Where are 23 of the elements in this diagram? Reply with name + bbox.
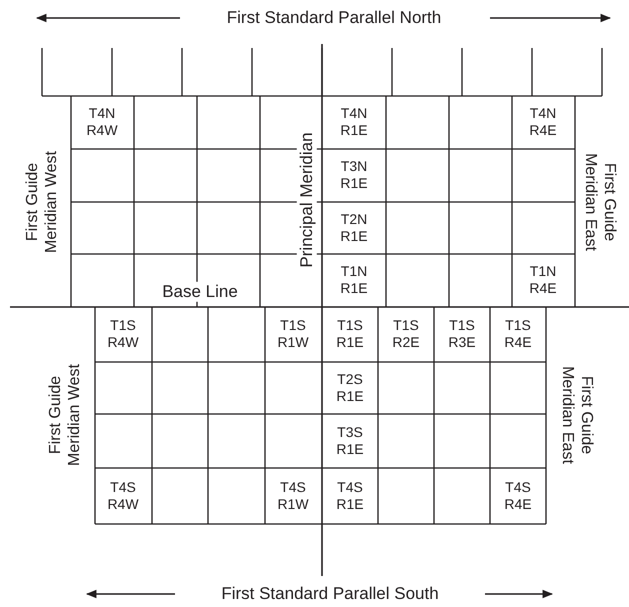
township-label: T4S R4W xyxy=(106,479,140,513)
meridian-label: First Guide Meridian East xyxy=(558,365,596,466)
township-label: T4S R1W xyxy=(276,479,310,513)
township-label: T4S R4E xyxy=(503,479,533,513)
township-label: T1N R4E xyxy=(528,263,558,297)
township-label: T1S R4E xyxy=(503,317,533,351)
township-label: T4N R4W xyxy=(85,105,119,139)
meridian-label: First Guide Meridian West xyxy=(22,150,61,255)
township-label: T1S R4W xyxy=(106,317,140,351)
township-label: T1S R1W xyxy=(276,317,310,351)
township-label: T1S R2E xyxy=(391,317,421,351)
township-label: T1S R3E xyxy=(447,317,477,351)
township-label: T1N R1E xyxy=(339,263,369,297)
township-label: T2N R1E xyxy=(339,211,369,245)
township-label: T4N R1E xyxy=(339,105,369,139)
township-label: T2S R1E xyxy=(335,371,365,405)
township-label: T4N R4E xyxy=(528,105,558,139)
meridian-label: First Guide Meridian East xyxy=(581,152,620,253)
township-label: T3N R1E xyxy=(339,158,369,192)
township-label: T1S R1E xyxy=(335,317,365,351)
township-label: T4S R1E xyxy=(335,479,365,513)
meridian-label: First Guide Meridian West xyxy=(46,363,84,468)
township-label: T3S R1E xyxy=(335,424,365,458)
